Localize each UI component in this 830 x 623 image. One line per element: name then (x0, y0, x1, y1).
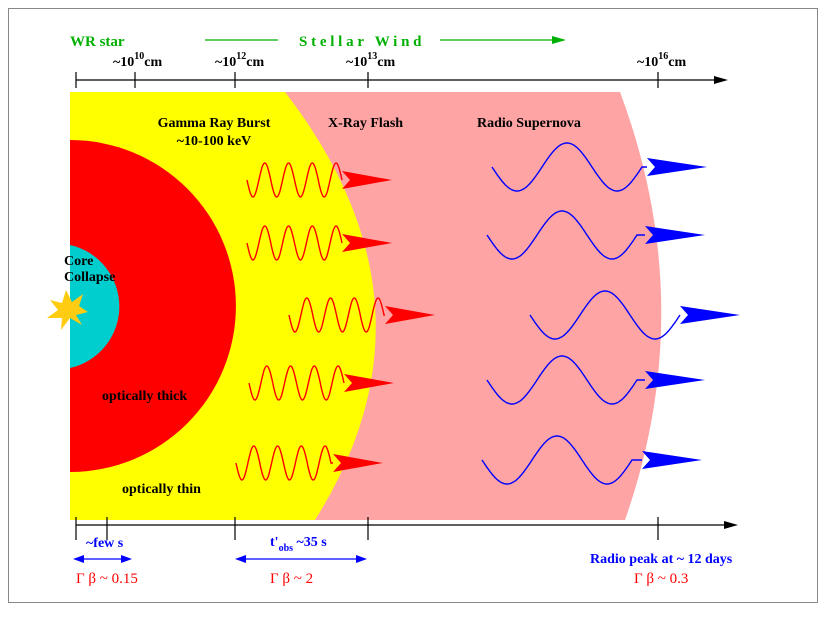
radio-peak-label: Radio peak at ~ 12 days (590, 552, 733, 567)
tobs-label: t'obs ~35 s (270, 535, 327, 554)
optically-thick-label: optically thick (102, 389, 187, 404)
x-ray-flash-label: X-Ray Flash (328, 116, 403, 131)
gamma-wave-packet-5 (235, 445, 383, 481)
collapse-label: Collapse (64, 270, 115, 285)
tobs-double-arrow (235, 555, 367, 563)
gamma-wave-packet-1 (246, 162, 392, 198)
gamma-wave-packet-3 (288, 297, 435, 333)
gamma-beta-015-label: Γ β ~ 0.15 (76, 571, 138, 587)
gamma-energy-label: ~10-100 keV (177, 134, 252, 149)
gamma-wave-packet-4 (248, 365, 394, 401)
gamma-wave-packet-2 (246, 225, 392, 261)
bottom-axis-arrowhead (724, 521, 738, 529)
scale-label-1e12: ~1012cm (215, 51, 264, 70)
scale-label-1e10: ~1010cm (113, 51, 162, 70)
red-optically-thick-region (70, 140, 236, 472)
few-s-label: ~few s (86, 536, 124, 551)
radio-wave-packet-3 (529, 290, 740, 340)
few-s-double-arrow (73, 555, 132, 563)
bottom-time-axis (75, 517, 725, 540)
scale-label-1e13: ~1013cm (346, 51, 395, 70)
top-axis-arrowhead (714, 76, 728, 84)
radio-wave-packet-4 (486, 355, 705, 405)
wr-star-label: WR star (70, 34, 125, 50)
gamma-ray-burst-label: Gamma Ray Burst (158, 116, 271, 131)
radio-supernova-label: Radio Supernova (477, 116, 581, 131)
radio-wave-packet-1 (491, 142, 707, 192)
figure-frame (8, 8, 818, 603)
core-label: Core (64, 254, 93, 269)
core-collapse-star-icon (47, 290, 88, 330)
gamma-beta-03-label: Γ β ~ 0.3 (634, 571, 688, 587)
radio-wave-packet-5 (481, 435, 702, 485)
optically-thin-label: optically thin (122, 482, 201, 497)
scale-label-1e16: ~1016cm (637, 51, 686, 70)
stellar-wind-arrowhead (552, 36, 566, 44)
cyan-core-region (70, 245, 120, 368)
radio-wave-packet-2 (486, 210, 705, 260)
stellar-wind-label: S t e l l a r W i n d (299, 34, 422, 50)
gamma-beta-2-label: Γ β ~ 2 (270, 571, 313, 587)
top-scale-axis (75, 72, 715, 88)
